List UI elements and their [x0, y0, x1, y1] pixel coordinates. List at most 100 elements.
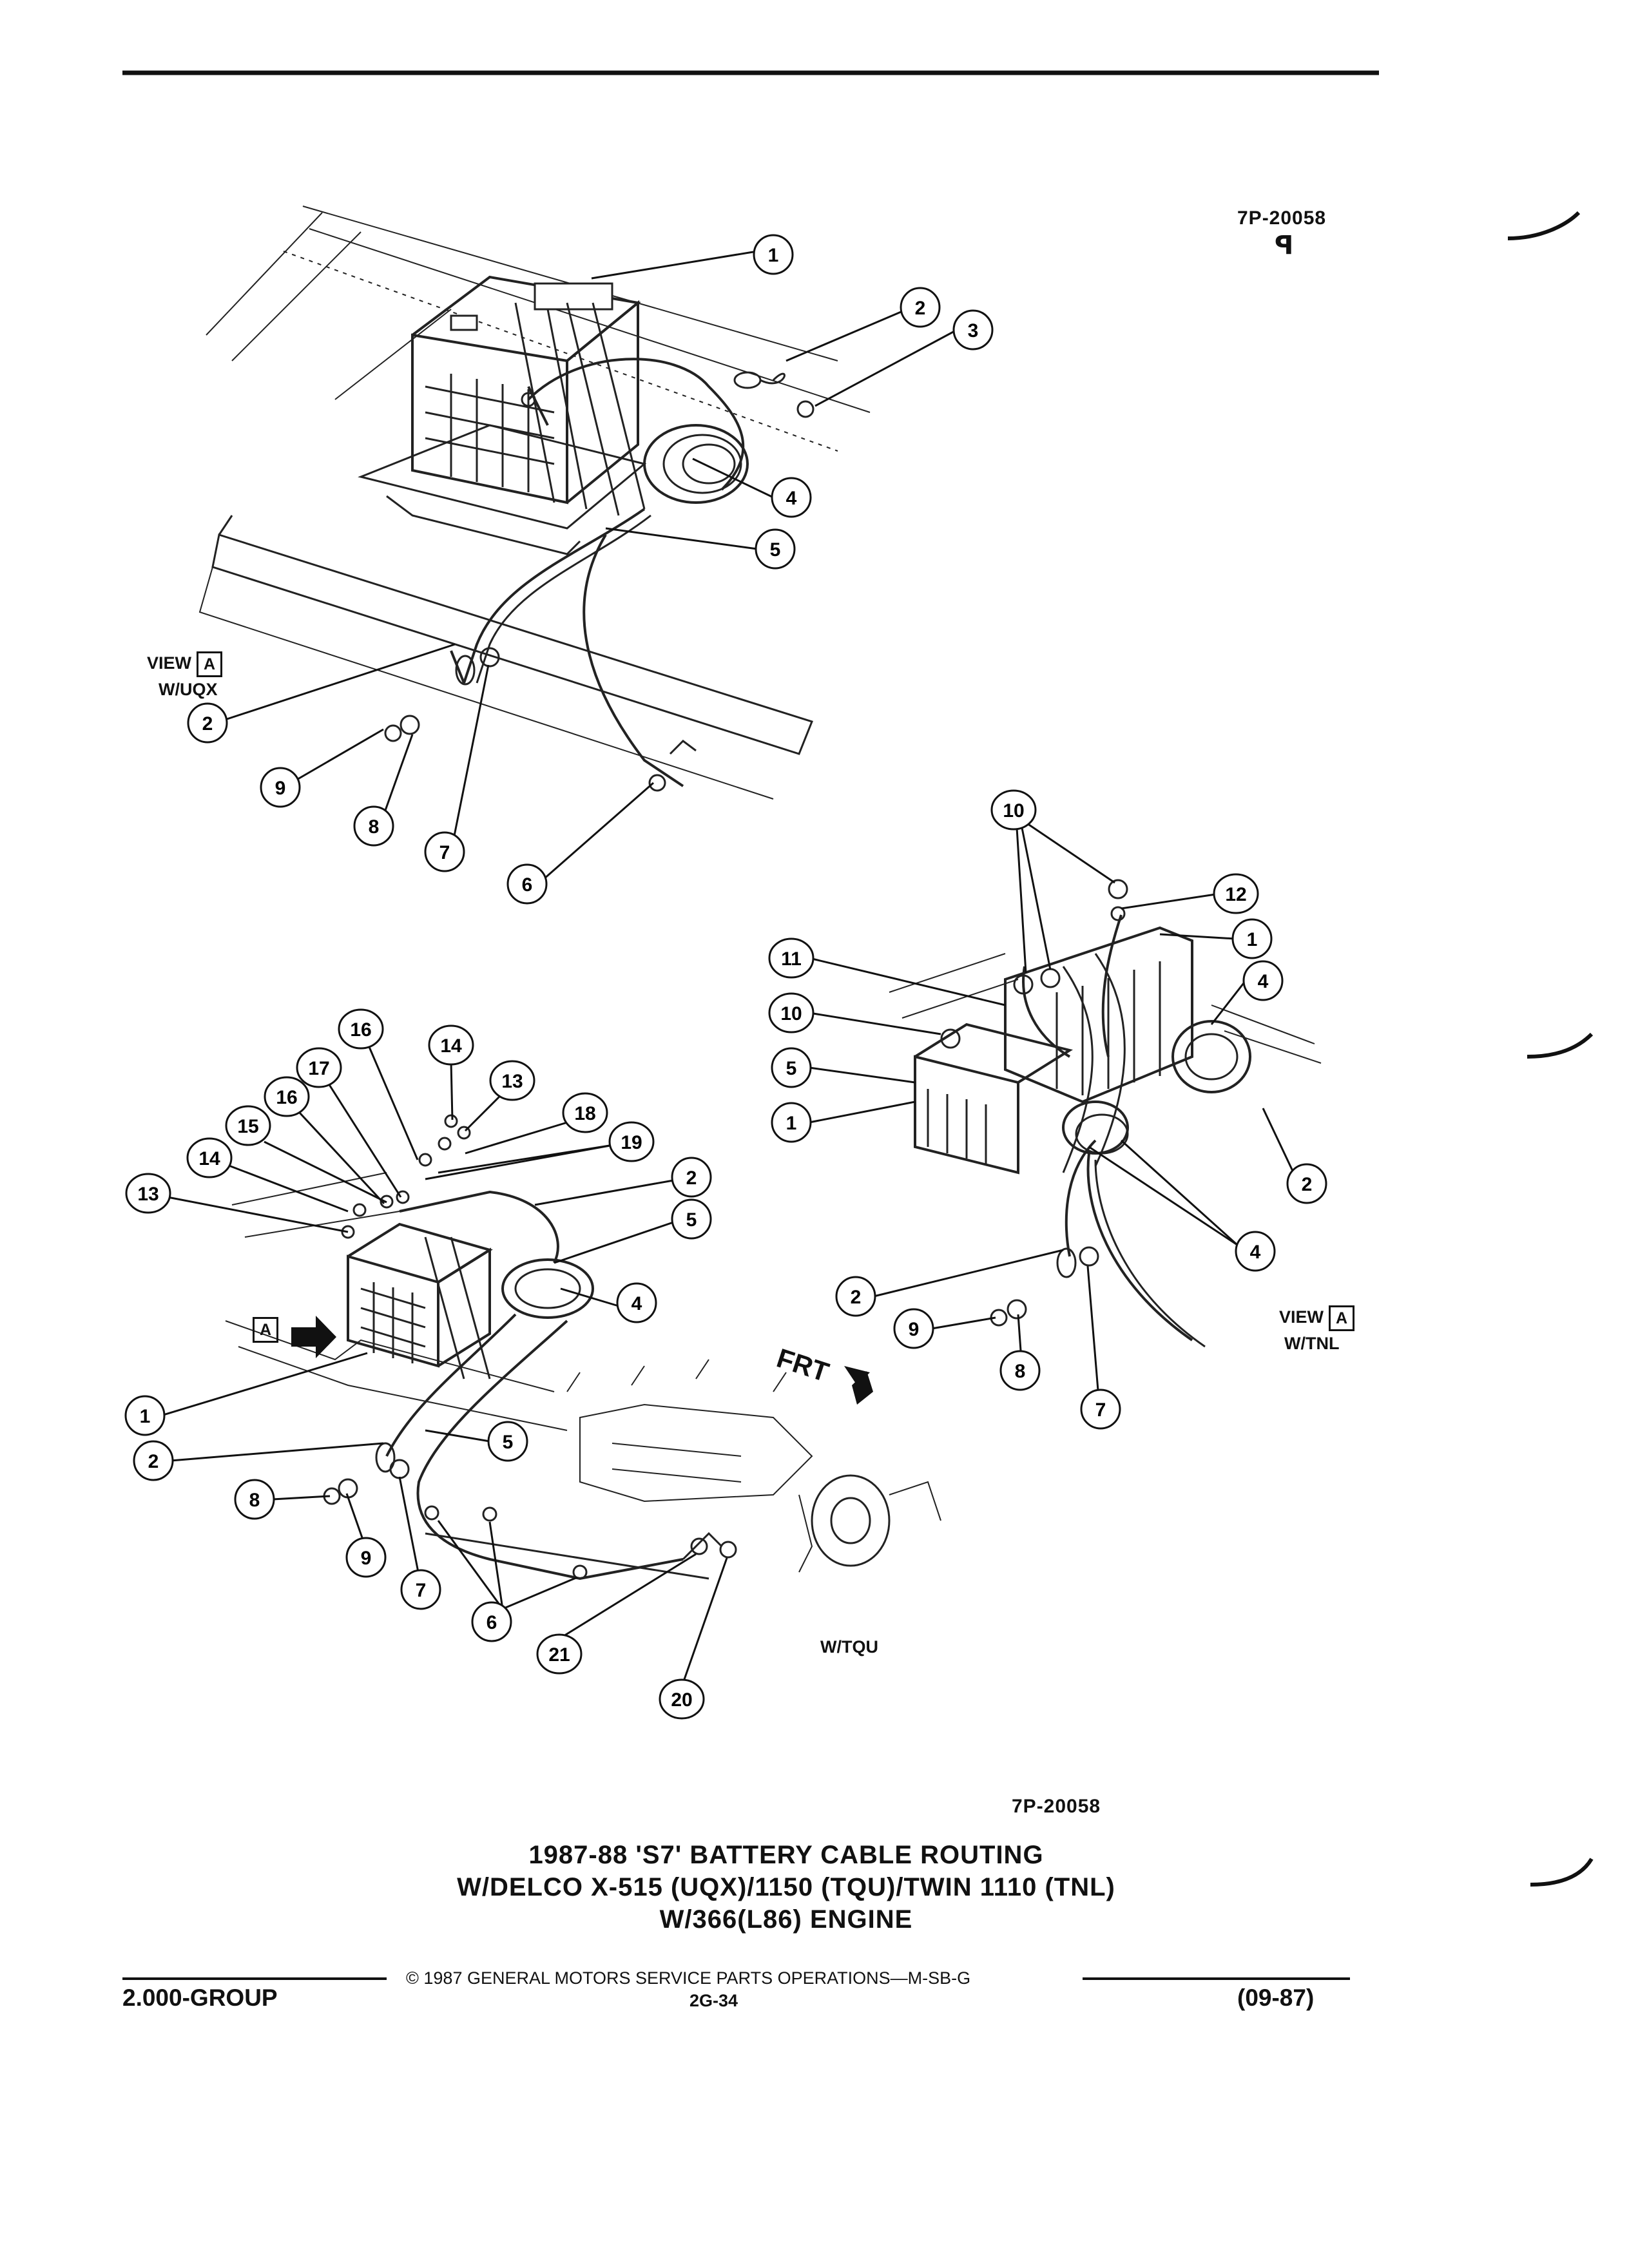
page-number: 2G-34	[689, 1991, 738, 2010]
part-callout: 9	[345, 1537, 387, 1578]
part-callout: 10	[990, 789, 1037, 831]
svg-text:5: 5	[503, 1432, 514, 1453]
svg-text:3: 3	[968, 320, 979, 341]
svg-text:5: 5	[686, 1209, 697, 1231]
part-callout: 1	[753, 234, 794, 275]
svg-text:6: 6	[487, 1612, 497, 1633]
svg-text:20: 20	[671, 1689, 692, 1711]
diagram-title-line-2: W/DELCO X-515 (UQX)/1150 (TQU)/TWIN 1110…	[457, 1873, 1115, 1901]
svg-text:8: 8	[369, 816, 380, 838]
tqu-view-illustration	[225, 1114, 941, 1581]
copyright-line: © 1987 GENERAL MOTORS SERVICE PARTS OPER…	[406, 1968, 971, 1988]
tnl-callout-circles: 10 12 1 11 4 10 5 1 2 4 2 9 8 7	[768, 789, 1327, 1430]
part-callout: 20	[659, 1678, 705, 1720]
svg-text:17: 17	[308, 1058, 329, 1079]
part-callout: 8	[234, 1479, 275, 1520]
svg-text:19: 19	[621, 1132, 642, 1153]
part-callout: 2	[1286, 1163, 1327, 1204]
part-callout: 18	[562, 1092, 608, 1133]
svg-text:2: 2	[1302, 1174, 1313, 1195]
part-callout: 9	[893, 1308, 934, 1349]
tqu-callouts	[160, 1042, 728, 1684]
part-callout: 10	[768, 992, 815, 1033]
svg-text:9: 9	[361, 1548, 372, 1569]
tnl-callouts	[809, 818, 1298, 1399]
view-box: A	[1329, 1305, 1355, 1331]
figure-ref-bottom: 7P-20058	[1012, 1796, 1101, 1817]
part-callout: 5	[771, 1047, 812, 1088]
svg-text:1: 1	[786, 1113, 797, 1134]
svg-text:7: 7	[1095, 1399, 1106, 1421]
callout-label: 1	[768, 245, 779, 266]
svg-text:10: 10	[1003, 800, 1024, 822]
svg-text:1: 1	[140, 1406, 151, 1427]
svg-text:10: 10	[780, 1003, 802, 1024]
part-callout: 15	[225, 1105, 271, 1146]
svg-text:5: 5	[786, 1058, 797, 1079]
tqu-variant-label: W/TQU	[820, 1637, 878, 1657]
part-callout: 4	[771, 477, 812, 518]
part-callout: 4	[1235, 1231, 1276, 1272]
part-callout: 13	[489, 1060, 535, 1101]
part-callout: 8	[999, 1350, 1041, 1391]
part-callout: 1	[124, 1395, 166, 1436]
part-callout: 16	[264, 1076, 310, 1117]
part-callout: 5	[487, 1421, 528, 1462]
frt-arrow	[844, 1366, 873, 1405]
part-callout: 2	[900, 287, 941, 328]
part-callout: 6	[471, 1601, 512, 1642]
svg-text:4: 4	[1250, 1242, 1261, 1263]
svg-text:7: 7	[439, 842, 450, 863]
part-callout: 9	[260, 767, 301, 808]
svg-text:13: 13	[137, 1184, 159, 1205]
part-callout: 8	[353, 805, 394, 847]
part-callout: 2	[671, 1157, 712, 1198]
svg-text:14: 14	[440, 1035, 462, 1057]
diagram-title-line-1: 1987-88 'S7' BATTERY CABLE ROUTING	[528, 1841, 1044, 1869]
svg-text:4: 4	[631, 1293, 642, 1314]
part-callout: 5	[671, 1198, 712, 1240]
svg-text:9: 9	[909, 1319, 920, 1340]
tqu-view-box: A	[253, 1316, 278, 1343]
svg-text:21: 21	[548, 1644, 570, 1666]
tnl-view-illustration	[889, 879, 1322, 1348]
part-callout: 4	[616, 1282, 657, 1323]
part-callout: 6	[506, 863, 548, 905]
svg-text:8: 8	[1015, 1361, 1026, 1382]
diagram-title-line-3: W/366(L86) ENGINE	[659, 1905, 913, 1934]
svg-text:14: 14	[198, 1148, 220, 1169]
group-code: 2.000-GROUP	[122, 1984, 278, 2011]
svg-text:7: 7	[416, 1580, 427, 1601]
svg-text:15: 15	[237, 1116, 258, 1137]
svg-text:5: 5	[770, 539, 781, 561]
part-callout: 17	[296, 1047, 342, 1088]
part-callout: 19	[608, 1121, 655, 1162]
svg-text:9: 9	[275, 778, 286, 799]
part-callout: 7	[424, 831, 465, 872]
figure-ref-top: 7P-20058	[1237, 207, 1327, 229]
part-callout: 14	[428, 1024, 474, 1066]
part-callout: 2	[835, 1276, 876, 1317]
part-callout: 11	[768, 937, 815, 979]
part-callout: 2	[187, 702, 228, 744]
svg-text:13: 13	[501, 1071, 523, 1092]
part-callout: 5	[755, 528, 796, 570]
svg-text:16: 16	[276, 1087, 297, 1108]
svg-text:2: 2	[686, 1168, 697, 1189]
svg-text:2: 2	[851, 1287, 862, 1308]
view-a-arrow	[291, 1316, 336, 1358]
group-logo-icon: ꟼ	[1275, 231, 1294, 260]
svg-text:12: 12	[1225, 884, 1246, 905]
svg-text:18: 18	[574, 1103, 595, 1124]
svg-text:6: 6	[522, 874, 533, 896]
part-callout: 4	[1242, 960, 1284, 1001]
svg-text:2: 2	[148, 1451, 159, 1472]
part-callout: 13	[125, 1173, 171, 1214]
part-callout: 7	[400, 1569, 441, 1610]
svg-text:4: 4	[1258, 971, 1269, 992]
margin-marks	[1507, 211, 1594, 1887]
uqx-callout-circles: 1 2 3 4 5 2 9 8 7 6	[187, 234, 994, 905]
svg-text:16: 16	[350, 1019, 371, 1041]
part-callout: 3	[952, 309, 994, 351]
